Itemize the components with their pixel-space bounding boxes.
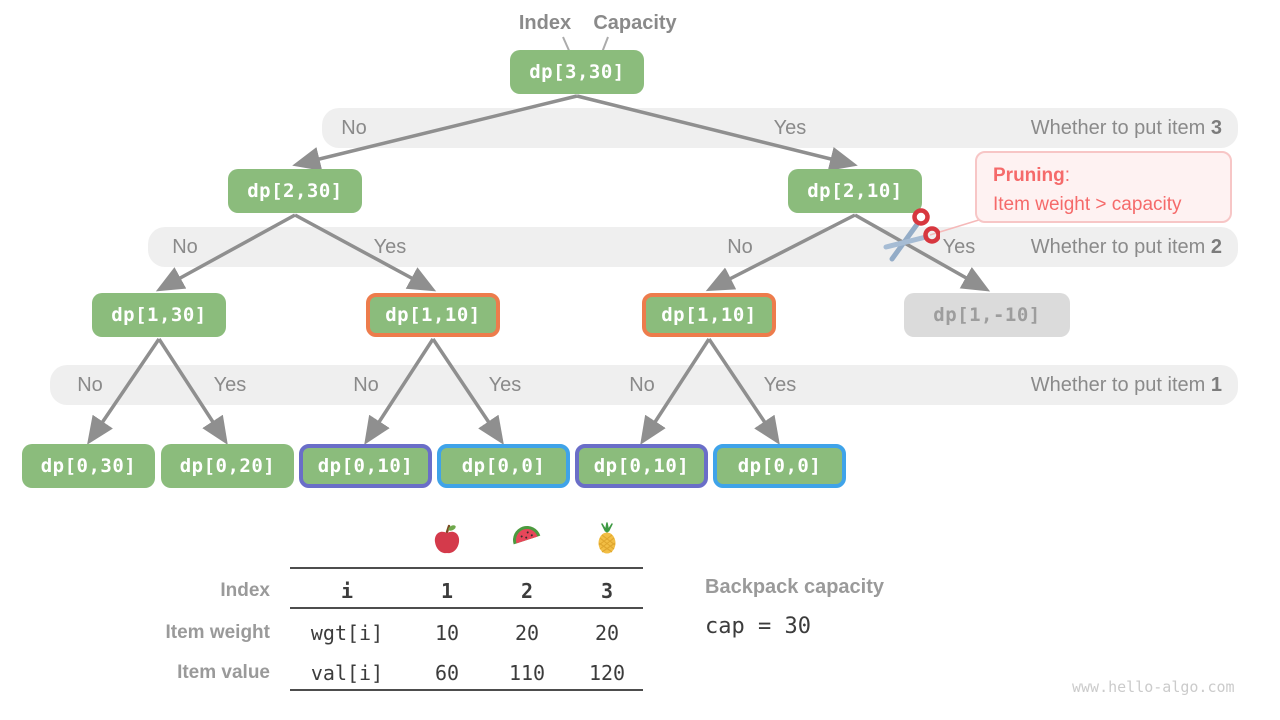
- table-cell: val[i]: [310, 661, 384, 685]
- watermelon-icon: [513, 526, 541, 545]
- apple-icon: [434, 524, 460, 554]
- decision-band-item3: No Yes Whether to put item 3: [322, 108, 1238, 148]
- table-cell: 60: [434, 661, 460, 685]
- node-dp-0-30: dp[0,30]: [22, 444, 155, 488]
- capacity-arg-label: Capacity: [593, 12, 677, 34]
- table-rule-top: [290, 567, 643, 569]
- table-cell: wgt[i]: [310, 621, 384, 645]
- scissors-icon: [883, 208, 940, 262]
- branch-label-yes: Yes: [773, 117, 807, 139]
- table-row-label-index: Index: [220, 580, 270, 601]
- backpack-capacity-value: cap = 30: [705, 614, 811, 639]
- band-title-item3: Whether to put item 3: [1030, 117, 1222, 139]
- node-dp-1-10-left: dp[1,10]: [366, 293, 500, 337]
- branch-label-yes: Yes: [213, 374, 247, 396]
- table-cell: 3: [600, 579, 614, 603]
- node-dp-1-neg10-pruned: dp[1,-10]: [904, 293, 1070, 337]
- branch-label-yes: Yes: [942, 236, 976, 258]
- node-dp-0-10-left: dp[0,10]: [299, 444, 432, 488]
- band-title-item2: Whether to put item 2: [1030, 236, 1222, 258]
- table-cell: 1: [440, 579, 454, 603]
- branch-label-no: No: [727, 236, 753, 258]
- branch-label-yes: Yes: [763, 374, 797, 396]
- watermark: www.hello-algo.com: [1072, 678, 1235, 696]
- index-arg-label: Index: [518, 12, 572, 34]
- branch-label-no: No: [353, 374, 379, 396]
- table-rule-middle: [290, 607, 643, 609]
- node-dp-0-20: dp[0,20]: [161, 444, 294, 488]
- branch-label-no: No: [172, 236, 198, 258]
- node-dp-1-30: dp[1,30]: [92, 293, 226, 337]
- node-dp-0-0-left: dp[0,0]: [437, 444, 570, 488]
- node-dp-1-10-right: dp[1,10]: [642, 293, 776, 337]
- band-title-item1: Whether to put item 1: [1030, 374, 1222, 396]
- node-dp-2-30: dp[2,30]: [228, 169, 362, 213]
- table-cell: 20: [594, 621, 620, 645]
- pruning-description: Item weight > capacity: [993, 194, 1182, 216]
- branch-label-no: No: [341, 117, 367, 139]
- node-dp-2-10: dp[2,10]: [788, 169, 922, 213]
- table-cell: 10: [434, 621, 460, 645]
- table-row-label-weight: Item weight: [165, 622, 270, 643]
- table-cell: 20: [514, 621, 540, 645]
- backpack-capacity-label: Backpack capacity: [705, 576, 885, 598]
- node-dp-3-30: dp[3,30]: [510, 50, 644, 94]
- table-rule-bottom: [290, 689, 643, 691]
- pineapple-icon: [598, 522, 616, 554]
- table-cell: 110: [508, 661, 546, 685]
- table-cell: i: [340, 579, 354, 603]
- decision-band-item1: No Yes No Yes No Yes Whether to put item…: [50, 365, 1238, 405]
- table-cell: 120: [588, 661, 626, 685]
- table-row-label-value: Item value: [177, 662, 270, 683]
- table-cell: 2: [520, 579, 534, 603]
- branch-label-no: No: [629, 374, 655, 396]
- pruning-callout: Pruning: Item weight > capacity: [975, 151, 1232, 223]
- branch-label-yes: Yes: [488, 374, 522, 396]
- branch-label-no: No: [77, 374, 103, 396]
- node-dp-0-10-right: dp[0,10]: [575, 444, 708, 488]
- pruned-edge: [854, 213, 991, 292]
- branch-label-yes: Yes: [373, 236, 407, 258]
- node-dp-0-0-right: dp[0,0]: [713, 444, 846, 488]
